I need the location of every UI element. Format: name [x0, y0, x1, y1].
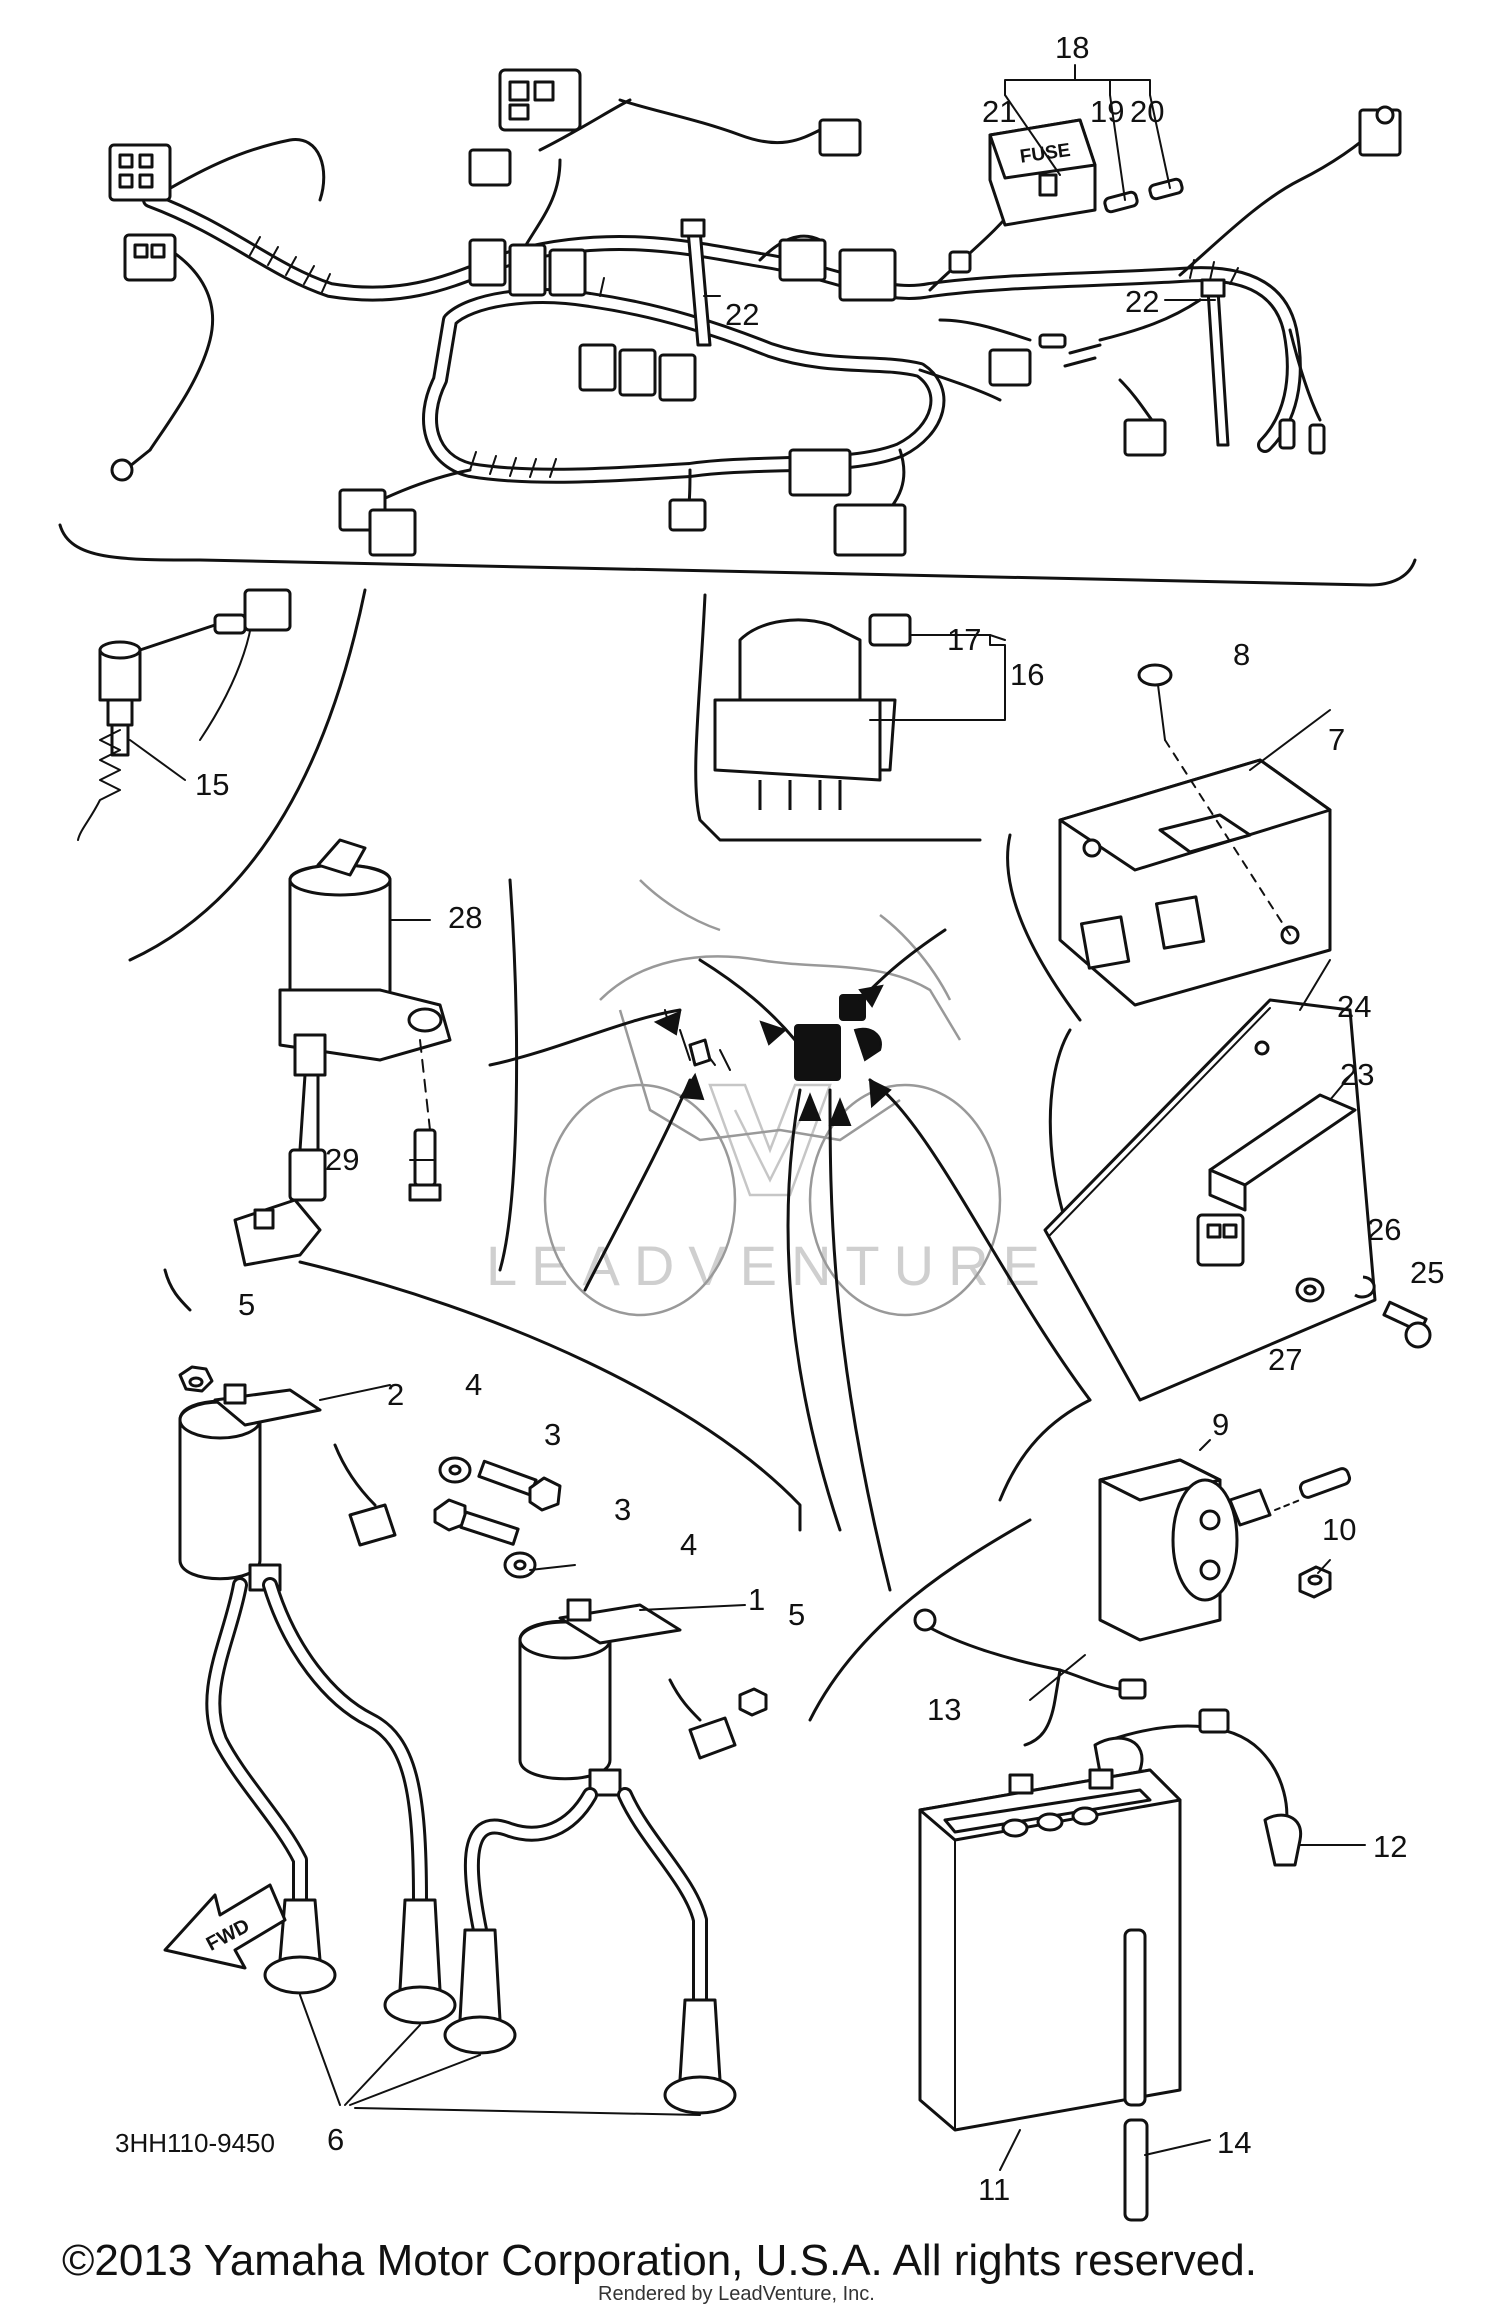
callout-3a: 3	[544, 1417, 561, 1452]
harness-connector-triple	[578, 343, 697, 402]
harness-connector-4pin	[123, 233, 177, 282]
center-module-black	[794, 1024, 841, 1081]
callout-12: 12	[1373, 1829, 1407, 1864]
spark-plug-cap-d	[663, 1998, 737, 2115]
ignition-coil-2	[178, 1383, 397, 1592]
callout-4a: 4	[465, 1367, 482, 1402]
relay-section	[694, 593, 1006, 842]
callout-3b: 3	[614, 1492, 631, 1527]
harness-connector-right	[988, 108, 1402, 457]
harness-connector-group	[468, 238, 587, 297]
callout-22b: 22	[1125, 284, 1159, 319]
regulator-section	[1043, 998, 1377, 1402]
ignition-switch-section	[233, 838, 519, 1272]
callout-9: 9	[1212, 1407, 1229, 1442]
cable-tie-left	[680, 218, 712, 347]
callout-28: 28	[448, 900, 482, 935]
fuse-box: FUSE	[988, 118, 1097, 227]
bolt-25	[1382, 1300, 1432, 1349]
fuse-19	[1103, 190, 1139, 214]
bolt-3-upper	[477, 1459, 562, 1512]
harness-terminals	[110, 105, 1395, 482]
callout-13: 13	[927, 1692, 961, 1727]
callout-25: 25	[1410, 1255, 1444, 1290]
screw-29	[408, 1128, 442, 1202]
harness-connector-small-b	[818, 118, 862, 157]
harness-connector-bottom-left	[338, 488, 417, 557]
callout-2: 2	[387, 1377, 404, 1412]
neutral-switch-section	[77, 588, 367, 962]
ignition-coil-1	[518, 1598, 737, 1797]
callout-1: 1	[748, 1582, 765, 1617]
motorcycle-outline	[543, 879, 1002, 1317]
battery-section	[808, 1518, 1303, 2222]
callout-8: 8	[1233, 637, 1250, 672]
part-code: 3HH110-9450	[115, 2128, 275, 2158]
callout-14: 14	[1217, 2125, 1251, 2160]
washer-4-upper	[438, 1456, 472, 1484]
callout-11: 11	[978, 2172, 1010, 2207]
leader-lines	[129, 94, 1366, 2171]
spark-plug-cap-b	[383, 1898, 457, 2025]
callout-16: 16	[1010, 657, 1044, 692]
center-connection-cluster	[488, 928, 1092, 1592]
nut-5-lower	[738, 1687, 768, 1717]
washer-26	[1354, 1275, 1376, 1299]
spark-plug-cap-a	[263, 1898, 337, 1995]
callout-23: 23	[1340, 1057, 1374, 1092]
fuse-20	[1148, 177, 1184, 201]
nut-10	[1298, 1565, 1332, 1599]
callout-21: 21	[982, 94, 1016, 129]
harness-connector-mid	[778, 238, 897, 302]
callout-19: 19	[1090, 94, 1124, 129]
callout-15: 15	[195, 767, 229, 802]
nut-5-upper	[178, 1365, 214, 1393]
callout-29: 29	[325, 1142, 359, 1177]
watermark-text: LEADVENTURE	[486, 1234, 1054, 1297]
ecu-section	[1006, 758, 1332, 1022]
harness-connector-bottom-mid	[668, 448, 907, 557]
callout-24: 24	[1337, 989, 1371, 1024]
washer-27	[1295, 1277, 1325, 1303]
wire-harness-assembly: FUSE	[58, 68, 1417, 587]
callout-20: 20	[1130, 94, 1164, 129]
callout-5b: 5	[788, 1597, 805, 1632]
cable-tie-right	[1200, 278, 1230, 447]
harness-connector-6pin	[108, 143, 172, 202]
callout-10: 10	[1322, 1512, 1356, 1547]
callout-27: 27	[1268, 1342, 1302, 1377]
spark-plug-cap-c	[443, 1928, 517, 2055]
harness-connector-small-a	[468, 148, 512, 187]
callout-7: 7	[1328, 722, 1345, 757]
screw-8	[1137, 663, 1291, 936]
rendered-by: Rendered by LeadVenture, Inc.	[598, 2283, 875, 2305]
callout-26: 26	[1367, 1212, 1401, 1247]
callout-6: 6	[327, 2122, 344, 2157]
callout-4b: 4	[680, 1527, 697, 1562]
copyright-notice: ©2013 Yamaha Motor Corporation, U.S.A. A…	[62, 2236, 1257, 2285]
callout-labels: 1 2 3 3 4 4 5 5 6 7 8 9 10 11 12 13 14 1…	[195, 30, 1444, 2207]
starter-relay-section	[998, 1398, 1352, 1642]
callout-17: 17	[947, 622, 981, 657]
ignition-coil-section	[163, 1260, 802, 2116]
bolt-3-lower	[433, 1498, 520, 1546]
callout-18: 18	[1055, 30, 1089, 65]
harness-connector-large	[498, 68, 582, 132]
bracket-18	[1004, 64, 1151, 96]
fwd-arrow-icon: FWD	[163, 1883, 287, 1970]
callout-5a: 5	[238, 1287, 255, 1322]
washer-4-lower	[503, 1551, 537, 1579]
harness-group-bracket	[58, 523, 1417, 587]
callout-22a: 22	[725, 297, 759, 332]
